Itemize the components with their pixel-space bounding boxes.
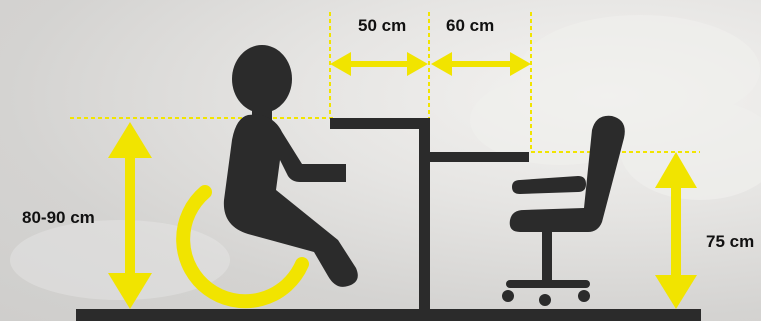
floor-line: [76, 309, 701, 321]
table-height-chair-label: 75 cm: [706, 233, 754, 250]
height-arrow-wheelchair: [108, 122, 152, 309]
table-depth-chair-label: 60 cm: [446, 17, 494, 34]
depth-arrows: [330, 52, 531, 76]
table-depth-user-label: 50 cm: [358, 17, 406, 34]
table-height-wheelchair-label: 80-90 cm: [22, 209, 95, 226]
